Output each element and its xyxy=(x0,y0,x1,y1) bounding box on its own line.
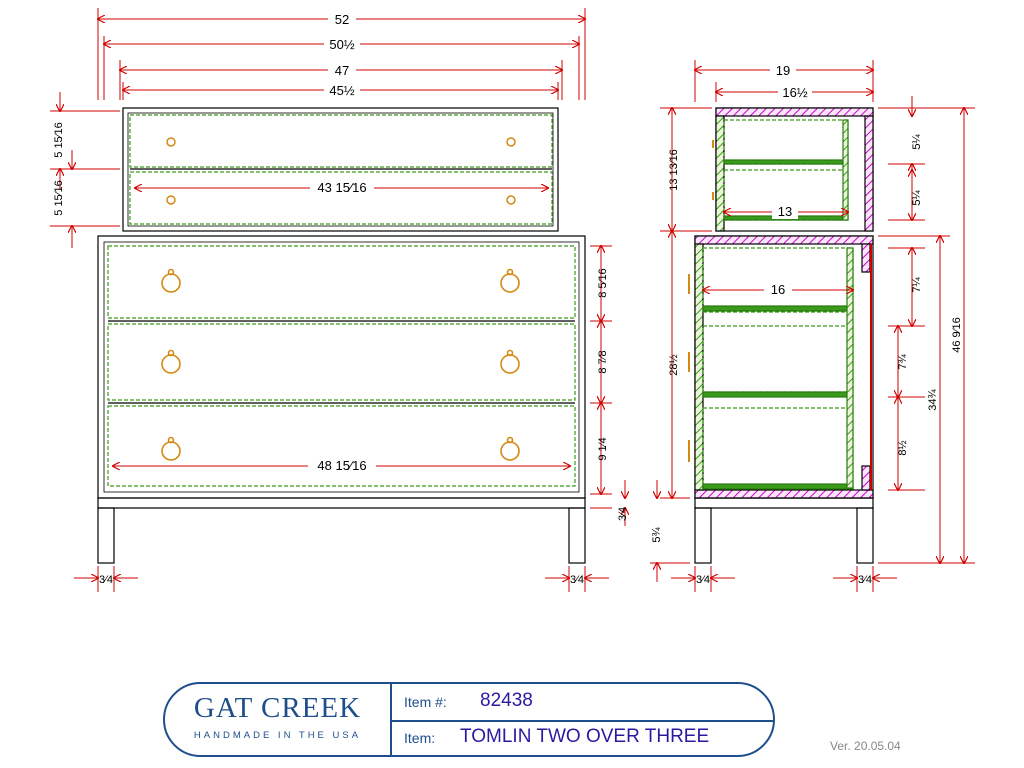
front-leg-right xyxy=(568,507,586,564)
item-name-label: Item: xyxy=(404,730,436,746)
brand-logo: GAT CREEK HANDMADE IN THE USA xyxy=(165,684,392,755)
dim-50-half: 50½ xyxy=(329,37,354,52)
dim-52: 52 xyxy=(335,12,349,27)
item-name-row: Item: TOMLIN TWO OVER THREE xyxy=(390,720,773,756)
front-top-drawer-2 xyxy=(129,171,553,225)
dim-13: 13 xyxy=(778,204,792,219)
front-drawer-3 xyxy=(107,405,576,487)
side-leg-right xyxy=(856,507,874,564)
front-hutch xyxy=(122,107,559,232)
item-number-value: 82438 xyxy=(480,690,533,711)
dim-19: 19 xyxy=(776,63,790,78)
front-drawer-1 xyxy=(107,245,576,319)
dim-48-15-16: 48 15⁄16 xyxy=(317,458,366,473)
front-drawer-2 xyxy=(107,323,576,401)
dim-side-leg-right: 3⁄4 xyxy=(858,574,872,586)
dim-drawer-2: 8 7⁄8 xyxy=(597,350,609,373)
dim-leg-height: 5¾ xyxy=(651,527,663,543)
dim-base-rail: 3⁄4 xyxy=(617,507,629,521)
dim-total-height: 46 9⁄16 xyxy=(951,317,963,352)
item-name-value: TOMLIN TWO OVER THREE xyxy=(460,726,710,747)
dim-drawer-1: 8 5⁄16 xyxy=(597,268,609,297)
dim-16-half: 16½ xyxy=(782,85,807,100)
dim-16: 16 xyxy=(771,282,785,297)
brand-tagline: HANDMADE IN THE USA xyxy=(193,730,362,741)
dim-side-drawer-2: 7¾ xyxy=(897,354,909,370)
dim-side-drawer-3: 8½ xyxy=(897,440,909,455)
version-label: Ver. 20.05.04 xyxy=(830,739,901,753)
dim-hutch-height: 13 13⁄16 xyxy=(668,149,680,191)
dim-drawer-3: 9 1⁄4 xyxy=(597,437,609,460)
brand-name: GAT CREEK xyxy=(193,692,362,724)
dim-front-leg-left: 3⁄4 xyxy=(99,574,113,586)
dim-side-leg-left: 3⁄4 xyxy=(696,574,710,586)
dim-47: 47 xyxy=(335,63,349,78)
front-view xyxy=(97,107,586,564)
front-dimension-labels: 52 50½ 47 45½ 43 15⁄16 48 15⁄16 5 15⁄16 … xyxy=(53,11,629,586)
item-number-label: Item #: xyxy=(404,694,447,710)
dim-45-half: 45½ xyxy=(329,83,354,98)
dim-top-drawer-2: 5 15⁄16 xyxy=(53,180,65,215)
front-leg-left xyxy=(97,507,115,564)
dim-side-top-2: 5¼ xyxy=(911,190,923,206)
dim-lower-height: 34¾ xyxy=(927,388,939,410)
dim-side-top-1: 5¼ xyxy=(911,134,923,150)
front-ring-pulls xyxy=(161,268,520,461)
dim-front-leg-right: 3⁄4 xyxy=(570,574,584,586)
dim-side-drawer-1: 7¼ xyxy=(911,277,923,293)
dim-top-drawer-1: 5 15⁄16 xyxy=(53,122,65,157)
item-number-row: Item #: 82438 xyxy=(390,684,773,722)
front-top-drawer-1 xyxy=(129,114,553,168)
title-block: GAT CREEK HANDMADE IN THE USA Item #: 82… xyxy=(163,682,775,757)
side-leg-left xyxy=(694,507,712,564)
side-view xyxy=(688,107,874,564)
side-dimension-labels: 19 16½ 13 16 13 13⁄16 28½ 5¾ 34¾ 46 9⁄16… xyxy=(651,62,963,586)
dim-case-height: 28½ xyxy=(668,354,680,375)
front-knobs xyxy=(166,137,516,205)
side-base-rail xyxy=(694,497,874,509)
side-case xyxy=(694,235,874,499)
dim-43-15-16: 43 15⁄16 xyxy=(317,180,366,195)
front-base-rail xyxy=(97,497,586,509)
